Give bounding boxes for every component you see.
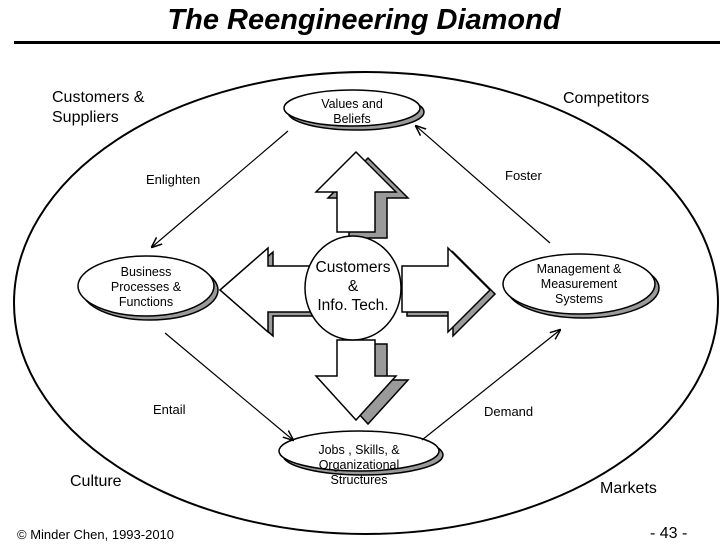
- node-management-label: Management & Measurement Systems: [536, 262, 622, 306]
- edge-label-entail: Entail: [153, 402, 186, 417]
- edge-label-enlighten: Enlighten: [146, 172, 201, 187]
- title-underline: [14, 41, 720, 44]
- corner-label-bottom-left: Culture: [70, 473, 122, 490]
- page-title: The Reengineering Diamond: [167, 4, 561, 36]
- node-jobs: [278, 430, 444, 476]
- arrow-demand: [421, 330, 560, 441]
- node-management: [502, 253, 660, 319]
- node-business: [77, 255, 219, 321]
- node-center: [304, 235, 402, 341]
- edge-label-foster: Foster: [505, 168, 542, 183]
- block-arrow-down: [314, 339, 410, 426]
- corner-label-top-left: Customers & Suppliers: [52, 89, 145, 126]
- node-center-label: Customers & Info. Tech.: [315, 259, 391, 314]
- arrow-foster: [416, 126, 551, 244]
- arrow-entail: [164, 332, 293, 440]
- block-arrow-up: [314, 150, 410, 239]
- corner-label-bottom-right: Markets: [600, 480, 657, 497]
- node-business-label: Business Processes & Functions: [110, 265, 182, 309]
- page-number: - 43 -: [650, 525, 688, 542]
- copyright-text: © Minder Chen, 1993-2010: [17, 527, 175, 542]
- node-values: [283, 89, 425, 131]
- arrow-enlighten: [152, 130, 289, 247]
- node-values-label: Values and Beliefs: [321, 97, 383, 126]
- node-jobs-label: Jobs , Skills, & Organizational Structur…: [318, 443, 400, 487]
- block-arrow-right: [401, 246, 497, 338]
- corner-label-top-right: Competitors: [563, 90, 650, 107]
- environment-ellipse: [13, 71, 719, 535]
- edge-label-demand: Demand: [484, 404, 534, 419]
